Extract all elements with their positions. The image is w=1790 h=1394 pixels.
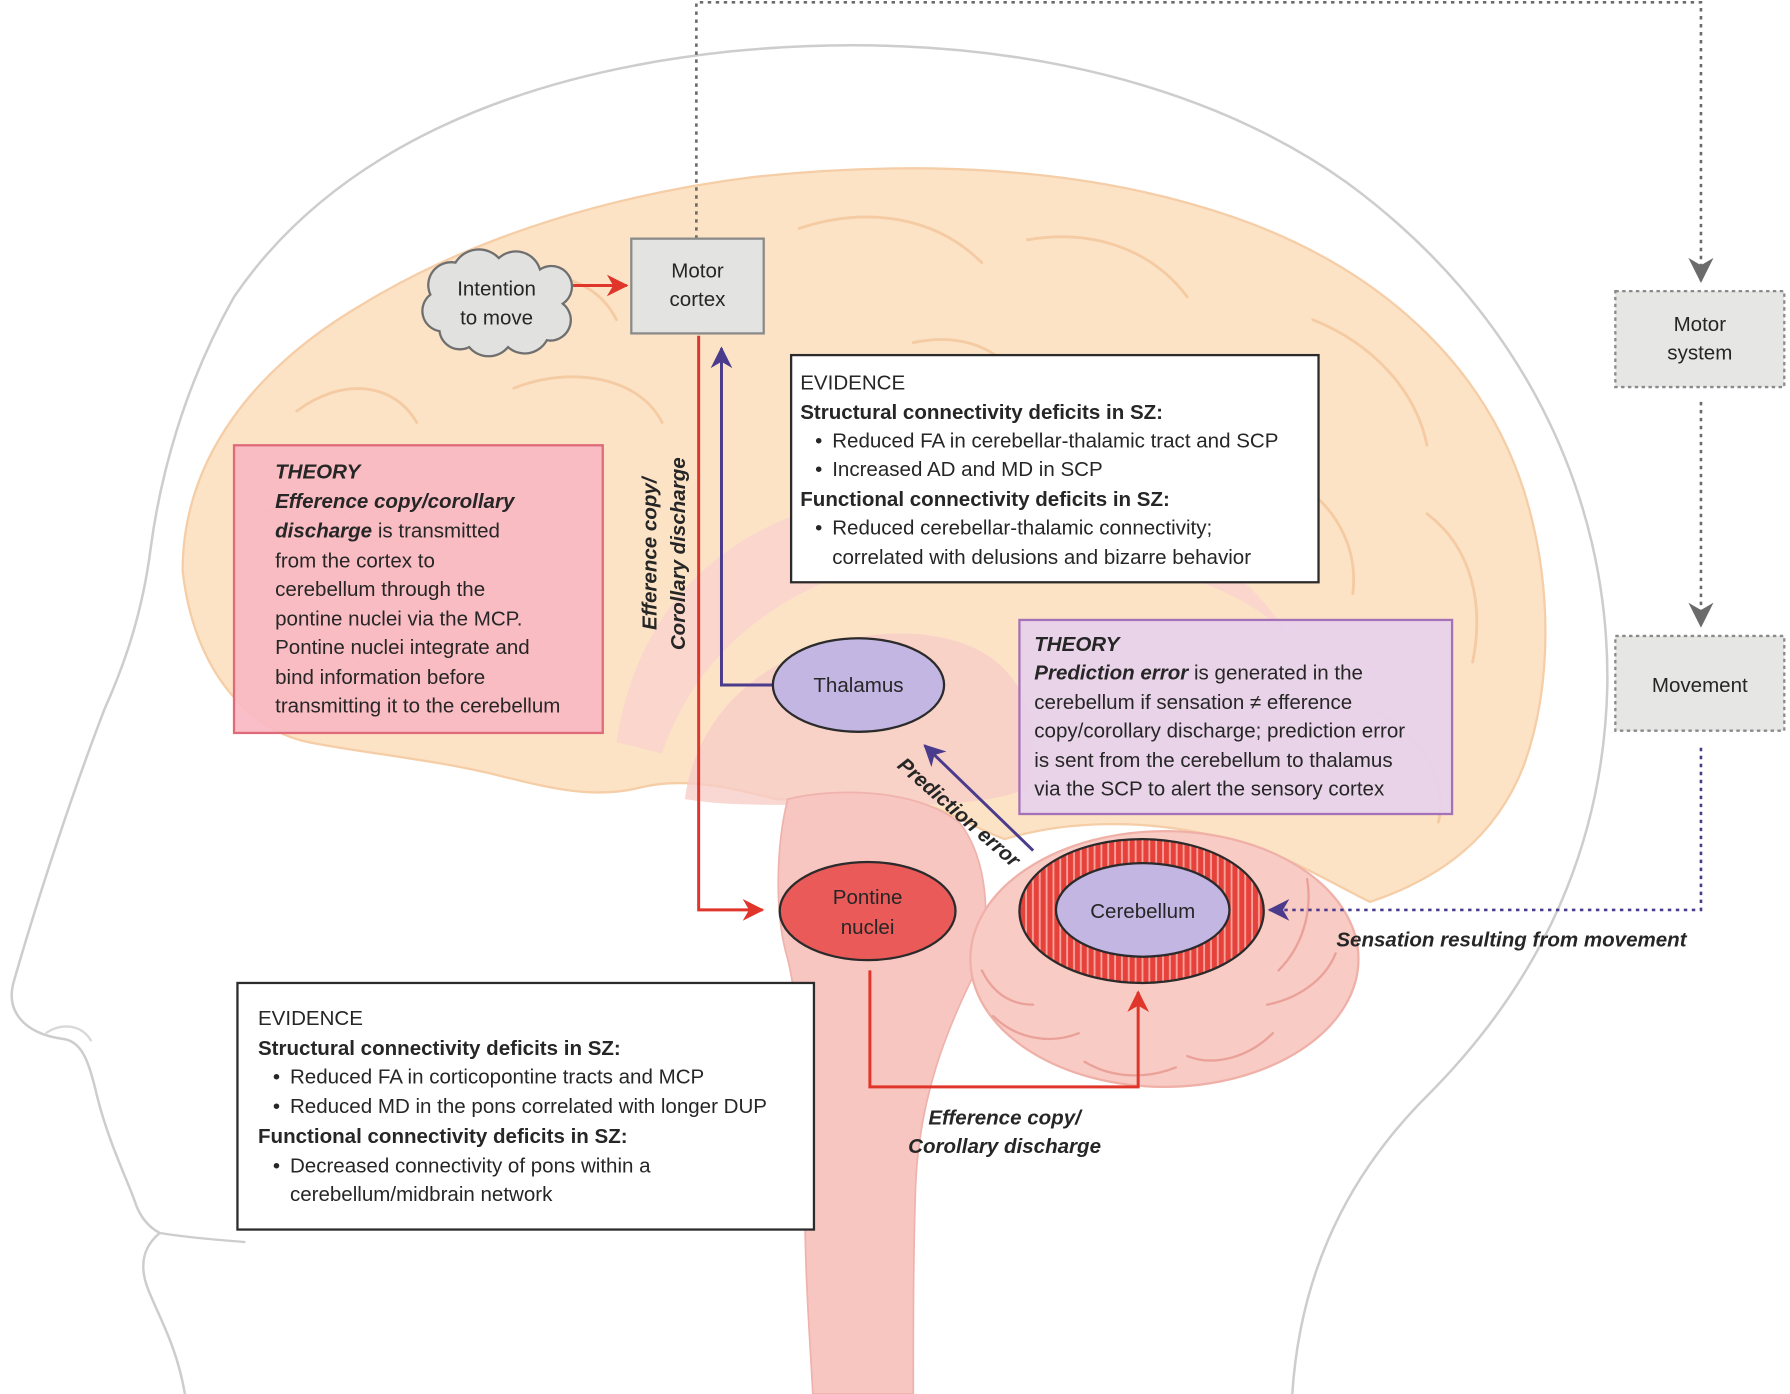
- bullet-icon: •: [273, 1154, 280, 1177]
- evidence-bottom-structural-item: Reduced FA in corticopontine tracts and …: [290, 1065, 704, 1088]
- arrow-cerebellum-to-thalamus: [923, 744, 1035, 852]
- evidence-bottom-heading: EVIDENCE: [258, 1007, 363, 1030]
- arrow-thalamus-to-motor-cortex: [710, 346, 773, 687]
- theory-left-heading: THEORY: [275, 460, 362, 483]
- bullet-icon: •: [815, 516, 822, 539]
- evidence-top-functional-item-continued: correlated with delusions and bizarre be…: [832, 546, 1251, 569]
- head-outline: [10, 44, 1609, 1394]
- node-motor-cortex: Motor cortex: [630, 237, 765, 335]
- bullet-icon: •: [273, 1065, 280, 1088]
- sensation-label: Sensation resulting from movement: [1336, 928, 1687, 951]
- dotted-arrow-movement-to-cerebellum: [1267, 747, 1703, 921]
- theory-left-frame: [232, 444, 604, 735]
- mouth-line: [159, 1231, 246, 1244]
- movement-label: Movement: [1652, 674, 1748, 697]
- theory-right-text: is generated in the: [1194, 661, 1363, 684]
- evidence-top-functional-title: Functional connectivity deficits in SZ:: [800, 488, 1170, 511]
- efference-vertical-line1: Efference copy/: [638, 475, 661, 630]
- theory-box-left: THEORY Efference copy/corollary discharg…: [232, 444, 604, 735]
- node-cerebellum: Cerebellum: [1018, 837, 1265, 985]
- theory-right-heading: THEORY: [1034, 633, 1121, 656]
- evidence-top-functional-item: Reduced cerebellar-thalamic connectivity…: [832, 516, 1212, 539]
- node-pontine-nuclei: Pontine nuclei: [778, 860, 957, 962]
- theory-right-line: via the SCP to alert the sensory cortex: [1034, 778, 1385, 801]
- theory-left-line: pontine nuclei via the MCP.: [275, 608, 522, 631]
- evidence-bottom-structural-item: Reduced MD in the pons correlated with l…: [290, 1095, 767, 1118]
- theory-left-term-end: discharge: [275, 520, 372, 543]
- motor-cortex-box: [630, 237, 765, 335]
- thought-cloud-icon: [421, 248, 574, 358]
- evidence-bottom-functional-item: Decreased connectivity of pons within a: [290, 1154, 651, 1177]
- theory-right-line: copy/corollary discharge; prediction err…: [1034, 720, 1405, 743]
- node-motor-system: Motor system: [1614, 290, 1786, 389]
- theory-left-line: bind information before: [275, 666, 485, 689]
- intention-label-line2: to move: [460, 306, 533, 329]
- pontine-nuclei-label-line2: nuclei: [841, 916, 895, 939]
- cerebellum-inner-ellipse: [1054, 861, 1231, 958]
- theory-left-line: cerebellum through the: [275, 578, 485, 601]
- motor-cortex-label-line2: cortex: [670, 288, 727, 311]
- cerebellum-folds: [980, 877, 1337, 1077]
- efference-bottom-line1: Efference copy/: [928, 1107, 1083, 1130]
- pontine-nuclei-ellipse: [778, 860, 957, 962]
- bullet-icon: •: [273, 1095, 280, 1118]
- dotted-arrow-motor-cortex-to-motor-system: [695, 1, 1714, 283]
- evidence-bottom-functional-title: Functional connectivity deficits in SZ:: [258, 1125, 628, 1148]
- theory-right-frame: [1018, 618, 1454, 816]
- theory-right-term: Prediction error: [1034, 661, 1189, 684]
- evidence-box-top: EVIDENCE Structural connectivity deficit…: [789, 353, 1320, 584]
- motor-cortex-label-line1: Motor: [671, 259, 724, 282]
- evidence-top-heading: EVIDENCE: [800, 371, 905, 394]
- evidence-bottom-frame: [236, 981, 816, 1231]
- theory-left-line: transmitting it to the cerebellum: [275, 694, 560, 717]
- theory-right-line: is sent from the cerebellum to thalamus: [1034, 749, 1392, 772]
- arrow-pontine-nuclei-to-cerebellum: [868, 970, 1150, 1089]
- motor-system-box: [1614, 290, 1786, 389]
- nostril-line: [45, 1025, 93, 1042]
- evidence-top-structural-title: Structural connectivity deficits in SZ:: [800, 401, 1163, 424]
- motor-system-label-line2: system: [1667, 342, 1732, 365]
- cerebellum-label: Cerebellum: [1090, 900, 1195, 923]
- intention-label-line1: Intention: [457, 278, 536, 301]
- evidence-box-bottom: EVIDENCE Structural connectivity deficit…: [236, 981, 816, 1231]
- efference-vertical-line2: Corollary discharge: [667, 457, 690, 650]
- bullet-icon: •: [815, 430, 822, 453]
- theory-left-line: from the cortex to: [275, 549, 435, 572]
- evidence-top-frame: [789, 353, 1320, 584]
- movement-box: [1614, 634, 1786, 732]
- theory-left-term: Efference copy/corollary: [275, 490, 516, 513]
- node-movement: Movement: [1614, 634, 1786, 732]
- theory-right-line: cerebellum if sensation ≠ efference: [1034, 691, 1352, 714]
- motor-system-label-line1: Motor: [1674, 313, 1727, 336]
- node-intention-to-move: Intention to move: [421, 248, 574, 358]
- node-thalamus: Thalamus: [771, 637, 946, 733]
- evidence-bottom-functional-item-continued: cerebellum/midbrain network: [290, 1183, 553, 1206]
- bullet-icon: •: [815, 458, 822, 481]
- theory-left-line: discharge is transmitted: [275, 520, 500, 543]
- efference-bottom-line2: Corollary discharge: [908, 1135, 1101, 1158]
- evidence-top-structural-item: Reduced FA in cerebellar-thalamic tract …: [832, 430, 1278, 453]
- theory-left-text: is transmitted: [378, 520, 500, 543]
- evidence-bottom-structural-title: Structural connectivity deficits in SZ:: [258, 1037, 621, 1060]
- evidence-top-structural-item: Increased AD and MD in SCP: [832, 458, 1102, 481]
- thalamus-ellipse: [771, 637, 946, 733]
- label-efference-vertical: Efference copy/ Corollary discharge: [638, 457, 690, 650]
- arrow-motor-cortex-to-pontine-nuclei: [697, 335, 765, 921]
- theory-left-line: Pontine nuclei integrate and: [275, 636, 530, 659]
- pontine-nuclei-label-line1: Pontine: [833, 886, 903, 909]
- thalamus-label: Thalamus: [813, 674, 903, 697]
